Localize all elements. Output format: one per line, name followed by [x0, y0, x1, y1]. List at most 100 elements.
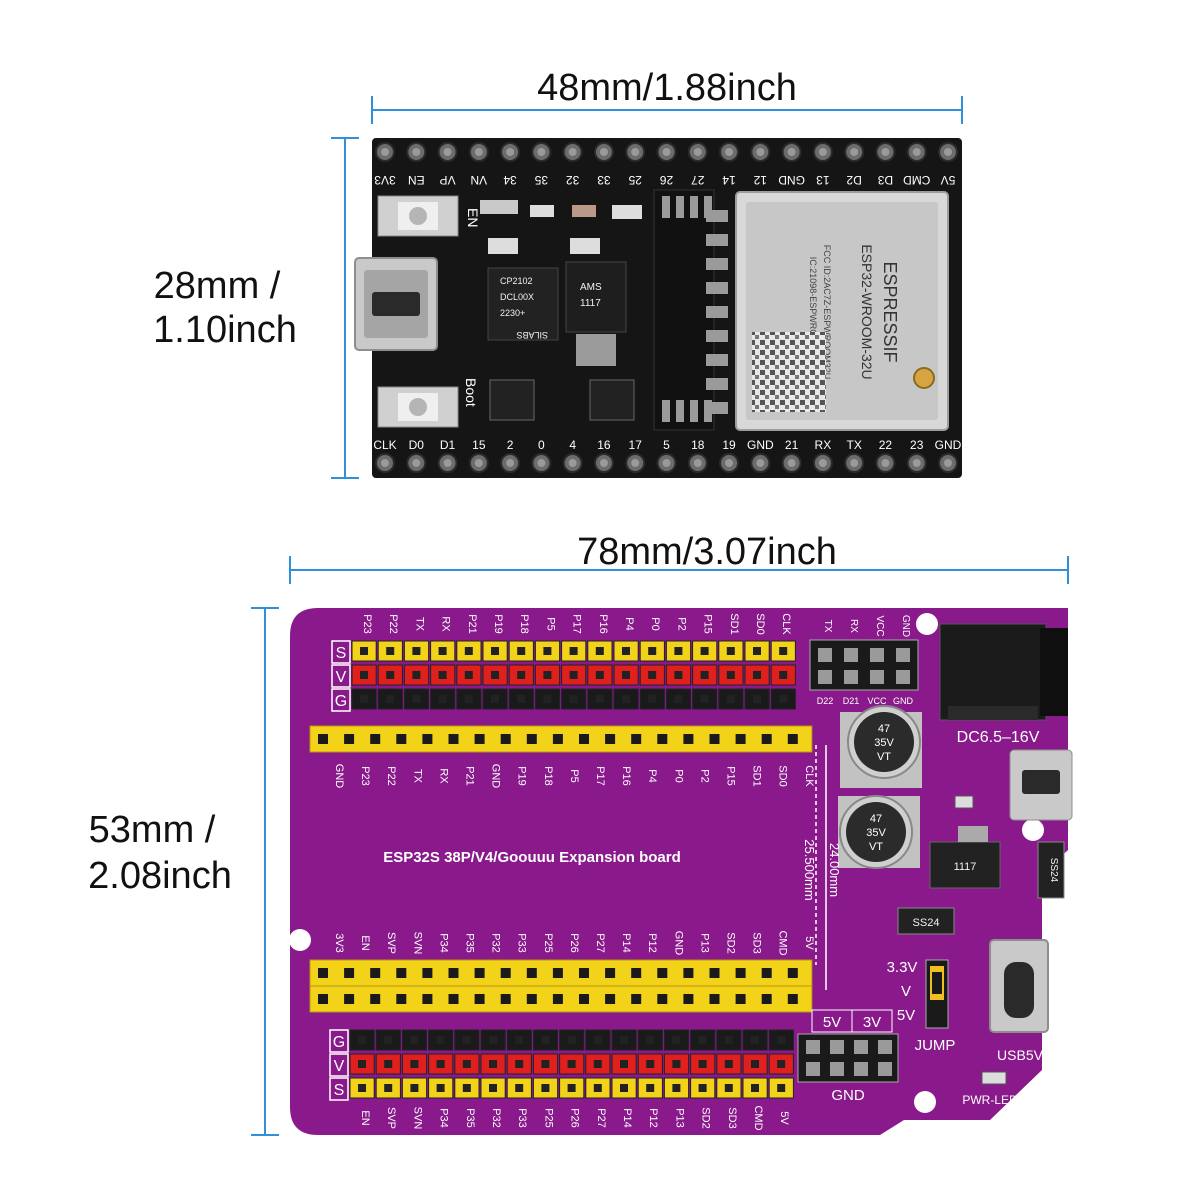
female-socket — [500, 734, 511, 744]
pin-label: P0 — [672, 769, 684, 782]
pin-label: P12 — [647, 1108, 659, 1128]
bottom-row-letters: GVS — [329, 1029, 349, 1101]
pin-label: 2 — [507, 438, 514, 452]
pin-label: P17 — [594, 766, 606, 786]
female-socket — [318, 994, 328, 1004]
pin-label: 4 — [569, 438, 576, 452]
row-letter: S — [334, 1082, 345, 1099]
pin-label: 23 — [910, 438, 924, 452]
power-pin — [806, 1062, 820, 1076]
row-letter: V — [334, 1058, 345, 1075]
pin-label: SD0 — [777, 765, 789, 786]
bottom-height-label-line2: 2.08inch — [88, 855, 232, 897]
cap2-series: VT — [869, 841, 883, 853]
pin-label: 3V3 — [374, 173, 396, 187]
pin-label: VN — [470, 173, 487, 187]
module-fcc: FCC ID:2AC7Z-ESPWROOM32U — [822, 245, 832, 380]
pin-tip — [725, 459, 734, 467]
pin-label: 17 — [629, 438, 643, 452]
module-qr-code — [752, 332, 826, 412]
pin-label: P33 — [516, 1108, 528, 1128]
pin-label: P13 — [698, 933, 710, 953]
pin-label: P13 — [673, 1108, 685, 1128]
pin-label: P26 — [569, 1108, 581, 1128]
female-socket — [448, 968, 459, 978]
micro-usb-connector — [354, 257, 438, 351]
chip-text-1: SILABS — [516, 330, 548, 340]
uart-label: D22 — [817, 696, 834, 706]
pin-tip — [881, 148, 890, 156]
pin-tip — [693, 148, 702, 156]
esp32-top-pin-row — [375, 142, 958, 162]
uart-label: VCC — [874, 615, 885, 636]
female-socket — [422, 994, 433, 1004]
regulator-text-2: 1117 — [580, 298, 601, 309]
pin-label: P15 — [702, 614, 714, 634]
pin-label: SVN — [411, 932, 423, 955]
pin-label: D3 — [877, 173, 893, 187]
mounting-hole — [914, 1091, 936, 1113]
female-socket — [631, 994, 642, 1004]
pin-tip — [912, 459, 921, 467]
pin-label: P25 — [542, 933, 554, 953]
pin-label: P27 — [594, 933, 606, 953]
pin-label: 22 — [879, 438, 893, 452]
jump-label-3v3: 3.3V — [887, 959, 918, 976]
spacing-label-1: 25.500mm — [802, 839, 817, 900]
pin-label: 15 — [472, 438, 486, 452]
pin-tip — [631, 459, 640, 467]
power-pin — [830, 1040, 844, 1054]
row-letter: S — [336, 645, 347, 662]
diode-marking-1: SS24 — [913, 917, 940, 929]
female-socket — [657, 994, 668, 1004]
female-socket — [761, 994, 772, 1004]
top-width-dimension: 48mm/1.88inch — [371, 67, 963, 124]
pin-label: P32 — [490, 933, 502, 953]
boot-button-label: Boot — [463, 378, 479, 407]
pin-label: CMD — [903, 173, 931, 187]
pin-label: SD2 — [700, 1107, 712, 1128]
capacitor-2: 47 35V VT — [838, 795, 920, 869]
pin-tip — [631, 148, 640, 156]
usb-c-connector: USB5V — [989, 939, 1049, 1063]
pin-label: SD3 — [726, 1107, 738, 1128]
pin-label: P5 — [568, 769, 580, 782]
regulator-marking: 1117 — [954, 861, 977, 873]
uart-label: GND — [900, 615, 911, 637]
pin-label: 18 — [691, 438, 705, 452]
female-socket — [579, 734, 589, 744]
pin-label: P21 — [464, 766, 476, 786]
pin-label: 25 — [628, 173, 642, 187]
antenna-connector — [913, 367, 935, 389]
female-socket — [474, 968, 485, 978]
pin-label: P23 — [359, 766, 371, 786]
cap1-voltage: 35V — [874, 737, 894, 749]
power-pin — [830, 1062, 844, 1076]
female-socket — [318, 734, 328, 744]
pin-label: 35 — [534, 173, 548, 187]
pin-label: P22 — [387, 614, 399, 634]
module-brand: ESPRESSIF — [880, 261, 900, 362]
pin-label: VP — [440, 173, 456, 187]
female-socket — [761, 734, 772, 744]
pin-label: P33 — [516, 933, 528, 953]
pin-label: P19 — [492, 614, 504, 634]
female-socket — [735, 994, 746, 1004]
pin-label: CLK — [780, 613, 792, 635]
pin-tip — [662, 148, 671, 156]
top-height-dimension: 28mm / 1.10inch — [153, 137, 359, 479]
pin-label: P18 — [542, 766, 554, 786]
pin-label: CMD — [752, 1105, 764, 1130]
female-socket — [474, 994, 485, 1004]
usb5v-label: USB5V — [997, 1047, 1044, 1063]
pin-label: P2 — [698, 769, 710, 782]
pin-label: SD1 — [728, 613, 740, 634]
pin-label: CLK — [373, 438, 396, 452]
female-socket — [709, 994, 720, 1004]
module-model: ESP32-WROOM-32U — [859, 244, 875, 379]
esp32-bottom-pin-row — [375, 453, 958, 473]
female-socket — [735, 734, 746, 744]
